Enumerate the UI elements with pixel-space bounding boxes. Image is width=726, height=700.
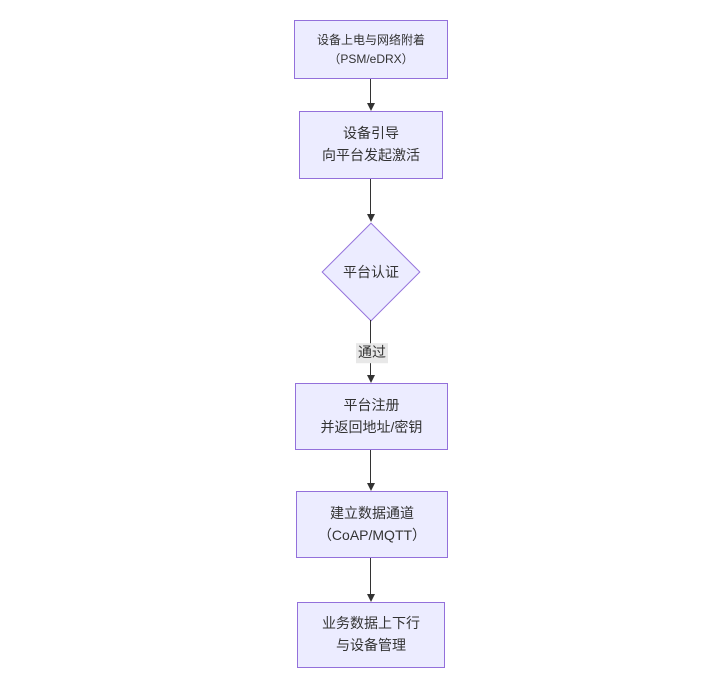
- node-label-line: （CoAP/MQTT）: [317, 526, 427, 543]
- arrowhead-icon: [367, 214, 375, 222]
- arrowhead-icon: [367, 375, 375, 383]
- node-platform-auth: 平台认证: [321, 222, 421, 321]
- node-platform-register: 平台注册 并返回地址/密钥: [295, 383, 448, 450]
- node-label-line: 业务数据上下行: [322, 615, 420, 632]
- node-label-line: （PSM/eDRX）: [328, 51, 414, 66]
- node-label-line: 向平台发起激活: [322, 147, 420, 163]
- edge-channel-to-business: [370, 558, 371, 594]
- node-label-line: 设备引导: [343, 125, 399, 142]
- edge-bootstrap-to-auth: [370, 179, 371, 214]
- arrowhead-icon: [367, 483, 375, 491]
- arrowhead-icon: [367, 594, 375, 602]
- edge-label-pass: 通过: [356, 343, 388, 363]
- arrowhead-icon: [367, 103, 375, 111]
- node-label-line: 设备上电与网络附着: [316, 32, 425, 47]
- node-bootstrap: 设备引导 向平台发起激活: [299, 111, 443, 179]
- node-label-line: 并返回地址/密钥: [320, 418, 423, 435]
- node-label-line: 平台注册: [343, 396, 400, 413]
- edge-register-to-channel: [370, 450, 371, 483]
- edge-power-to-bootstrap: [370, 79, 371, 103]
- node-label-line: 建立数据通道: [330, 504, 414, 521]
- node-data-channel: 建立数据通道 （CoAP/MQTT）: [296, 491, 448, 558]
- node-label: 平台认证: [343, 263, 399, 280]
- node-power-attach: 设备上电与网络附着 （PSM/eDRX）: [294, 20, 448, 79]
- node-label-line: 与设备管理: [336, 637, 406, 653]
- node-business-data: 业务数据上下行 与设备管理: [297, 602, 445, 668]
